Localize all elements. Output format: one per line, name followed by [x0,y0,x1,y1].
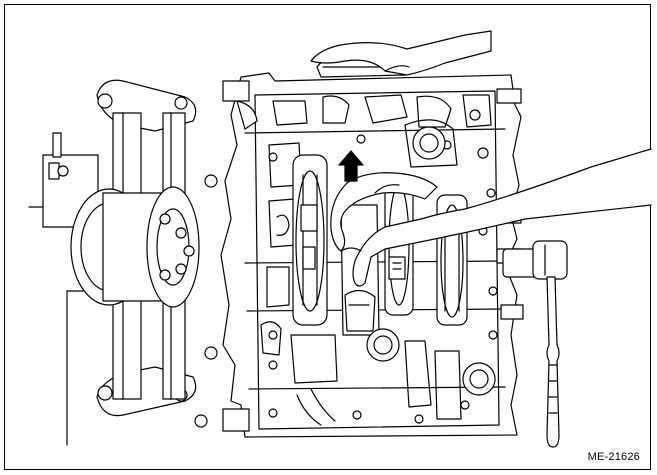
direction-arrow [338,150,364,182]
stand-hub [70,174,218,428]
hand-top [310,30,492,76]
figure-id-label: ME-21626 [587,451,640,463]
mounting-plate [96,79,197,417]
hand-right [330,148,652,287]
socket-wrench [502,240,568,448]
engine-illustration [28,30,652,448]
lower-casting [260,266,498,426]
casting-ribs [268,94,496,248]
figure-frame: ME-21626 [4,4,652,470]
